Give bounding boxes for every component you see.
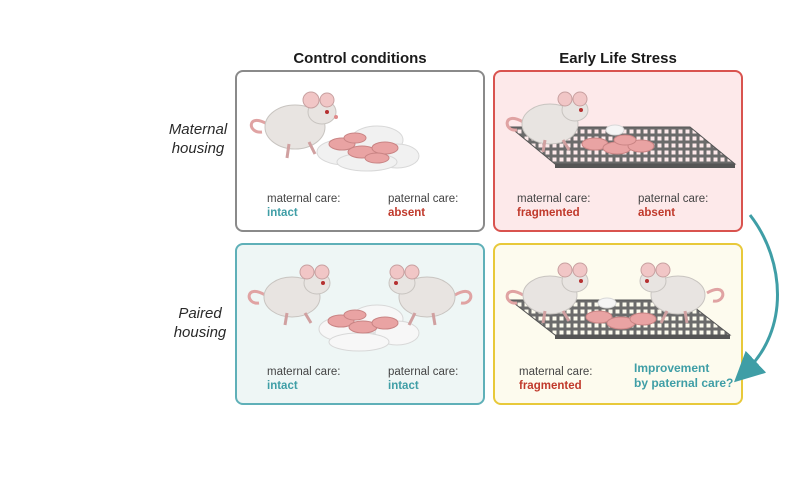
paternal-care-value: absent xyxy=(388,207,426,219)
maternal-care-status: maternal care: intact xyxy=(267,192,341,220)
parents-with-pups-illustration xyxy=(247,264,473,352)
row-label-paired-housing: Paired housing xyxy=(160,304,240,342)
paternal-care-label: paternal care: xyxy=(388,193,459,205)
maternal-care-value: fragmented xyxy=(517,207,580,219)
row-label-maternal-housing: Maternal housing xyxy=(158,120,238,158)
maternal-care-value: intact xyxy=(267,380,298,392)
mother-mouse-icon xyxy=(249,91,338,159)
maternal-care-label: maternal care: xyxy=(517,193,591,205)
row-label-paired-text: Paired housing xyxy=(173,305,227,341)
father-mouse-icon xyxy=(639,262,725,324)
paternal-care-status: paternal care: absent xyxy=(388,192,458,220)
parents-on-grid-illustration xyxy=(505,262,732,339)
paternal-care-question: Improvement by paternal care? xyxy=(634,361,734,390)
maternal-care-label: maternal care: xyxy=(267,193,341,205)
mother-on-grid-illustration xyxy=(505,91,737,168)
mother-with-pups-illustration xyxy=(249,91,420,172)
pups-icon xyxy=(581,134,655,155)
father-mouse-icon xyxy=(388,264,473,326)
column-title-control: Control conditions xyxy=(293,50,427,67)
column-title-early-life-stress: Early Life Stress xyxy=(559,50,677,67)
nesting-material-icon xyxy=(597,297,617,309)
maternal-care-label: maternal care: xyxy=(519,366,593,378)
pups-icon xyxy=(328,132,399,164)
paternal-care-value: intact xyxy=(388,380,419,392)
paternal-care-status: paternal care: intact xyxy=(388,365,458,393)
panel-els-paired: maternal care: fragmented Improvement by… xyxy=(493,243,743,405)
pups-icon xyxy=(327,309,399,334)
maternal-care-status: maternal care: fragmented xyxy=(519,365,593,393)
panel-els-maternal: maternal care: fragmented paternal care:… xyxy=(493,70,743,232)
maternal-care-value: fragmented xyxy=(519,380,582,392)
mother-mouse-icon xyxy=(505,91,589,153)
panel-control-maternal: maternal care: intact paternal care: abs… xyxy=(235,70,485,232)
maternal-care-label: maternal care: xyxy=(267,366,341,378)
mother-mouse-icon xyxy=(247,264,331,326)
paternal-care-value: absent xyxy=(638,207,676,219)
maternal-care-value: intact xyxy=(267,207,298,219)
maternal-care-status: maternal care: intact xyxy=(267,365,341,393)
pups-icon xyxy=(585,310,657,330)
nesting-material-icon xyxy=(605,124,625,136)
panel-control-paired: maternal care: intact paternal care: int… xyxy=(235,243,485,405)
mother-mouse-icon xyxy=(505,262,589,324)
paternal-care-status: paternal care: absent xyxy=(638,192,708,220)
row-label-maternal-text: Maternal housing xyxy=(168,121,228,157)
paternal-care-label: paternal care: xyxy=(388,366,459,378)
paternal-care-label: paternal care: xyxy=(638,193,709,205)
maternal-care-status: maternal care: fragmented xyxy=(517,192,591,220)
